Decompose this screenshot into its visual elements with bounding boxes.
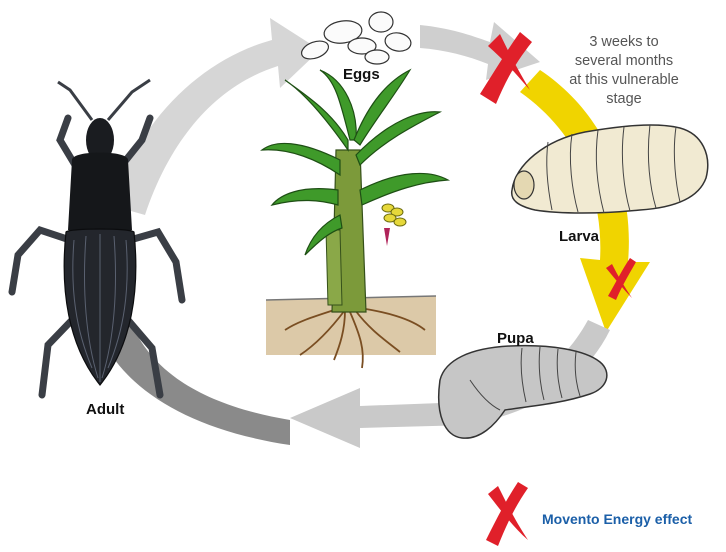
- larva-body: [512, 125, 708, 213]
- note-line: 3 weeks to: [540, 33, 708, 52]
- pupa-label: Pupa: [497, 330, 534, 347]
- banana-bunch: [382, 204, 406, 226]
- adult-label: Adult: [86, 401, 124, 418]
- larva-illustration: [512, 125, 708, 213]
- arrow-adult-to-eggs: [110, 18, 320, 215]
- larva-head: [514, 171, 534, 199]
- larva-label: Larva: [559, 228, 599, 245]
- eggs-illustration: [299, 12, 412, 64]
- banana-plant-illustration: [262, 70, 448, 368]
- note-line: several months: [540, 52, 708, 71]
- weevil-antennae: [58, 80, 150, 120]
- legend-cross-icon: [486, 482, 528, 546]
- banana-flower: [384, 228, 390, 246]
- egg: [384, 31, 413, 53]
- weevil-thorax: [68, 153, 132, 235]
- note-line: stage: [540, 90, 708, 109]
- egg: [365, 50, 389, 64]
- pupa-illustration: [439, 346, 607, 439]
- eggs-label: Eggs: [343, 66, 380, 83]
- pseudo-stem: [326, 230, 342, 305]
- note-line: at this vulnerable: [540, 71, 708, 90]
- legend-text: Movento Energy effect: [542, 511, 692, 527]
- vulnerable-stage-note: 3 weeks to several months at this vulner…: [540, 33, 708, 109]
- pupa-body: [439, 346, 607, 439]
- arrow-adult-lower: [100, 320, 290, 445]
- egg: [369, 12, 393, 32]
